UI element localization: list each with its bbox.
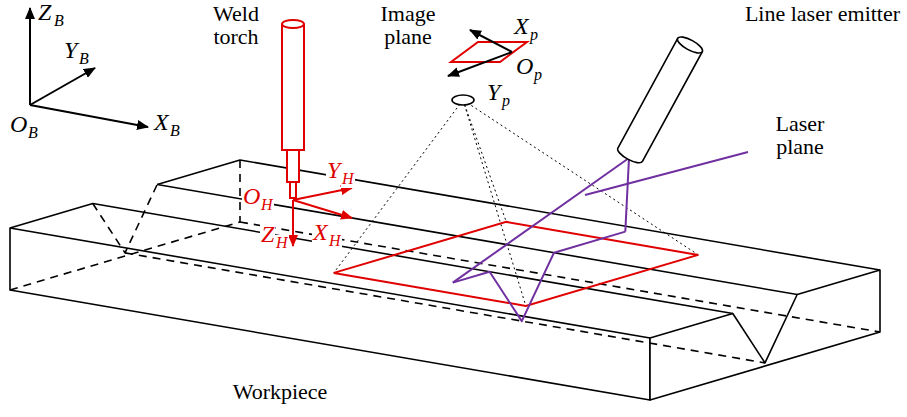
image-frame [448,30,512,76]
leader-line [585,152,748,195]
axis-letter: X [514,14,529,39]
laser-stripe [453,232,626,322]
part-label: Line laser emitter [740,2,905,25]
origin-letter: O [516,54,533,79]
axis-subscript: H [341,171,355,188]
base-frame [30,8,148,127]
hidden-groove [93,185,157,253]
hidden-edge [239,160,241,222]
groove-root [125,253,765,363]
top-land [10,204,733,314]
axis-subscript: B [79,51,89,68]
laser-emitter [615,34,704,166]
hidden-edge [240,222,880,332]
hidden-edge [10,222,240,290]
part-label: Workpiece [205,380,355,403]
weld-torch [282,20,304,198]
axis-subscript: B [170,123,180,140]
camera-lens [452,95,474,105]
workpiece [10,160,880,400]
hidden-edges [10,160,880,363]
x-axis [30,105,148,127]
axis-letter: Z [38,0,51,25]
z-axis [29,8,31,105]
part-label: Image plane [358,2,458,48]
axis-letter: Y [326,158,341,183]
origin-letter: O [242,184,261,209]
front-face [10,228,650,400]
axis-letter: Z [260,222,275,247]
axis-subscript: H [260,197,274,214]
axis-letter: X [312,220,329,245]
axis-subscript: p [534,67,542,84]
axis-subscript: B [28,125,38,142]
part-label: Weld torch [196,2,276,48]
image-plane [451,42,527,62]
torch-frame [293,188,352,246]
laser-plane [453,152,748,321]
axis-subscript: H [275,235,289,252]
axis-subscript: B [54,13,64,30]
top-land [157,160,880,270]
axis-letter: Y [487,80,500,105]
axis-subscript: p [502,93,510,110]
axis-letter: X [154,110,169,135]
groove-edge [157,185,797,295]
y-axis [30,68,95,105]
axis-subscript: p [530,27,538,44]
axis-letter: Y [64,38,77,63]
field-of-view [334,222,699,306]
origin-letter: O [10,112,27,137]
part-label: Laser plane [760,112,840,158]
axis-subscript: H [328,233,342,250]
